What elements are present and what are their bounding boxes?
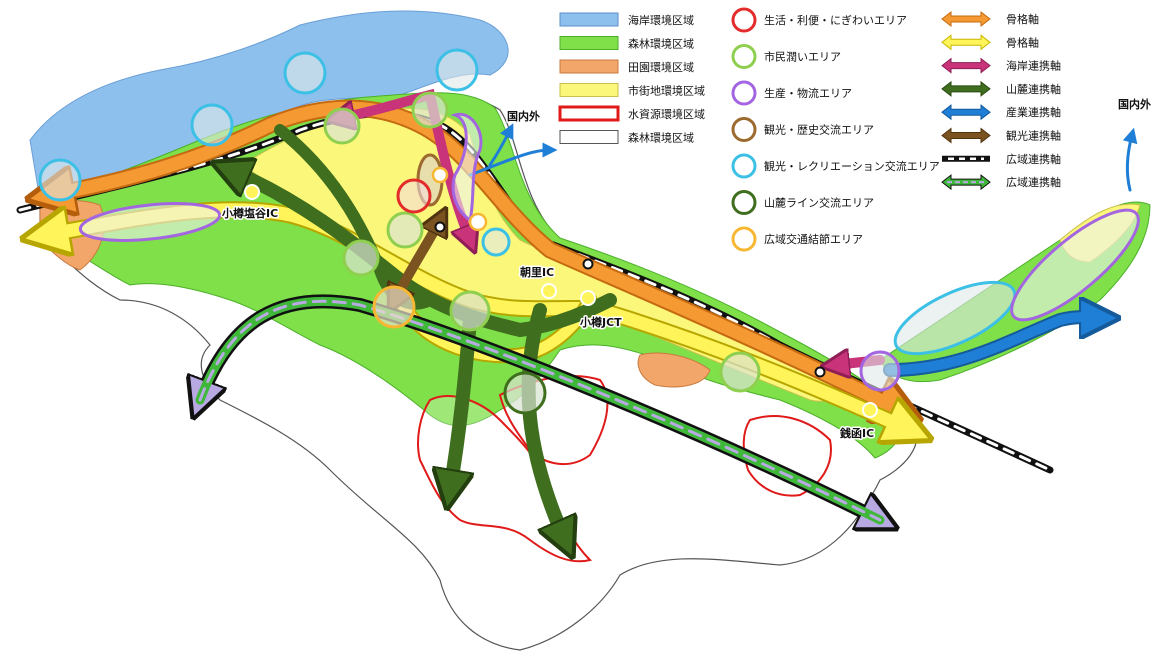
label-overseas-1: 国内外 xyxy=(507,109,540,123)
rail-station xyxy=(814,366,826,378)
legend-axis-label: 骨格軸 xyxy=(1006,12,1039,26)
citizen-area xyxy=(449,290,491,332)
label-overseas-2: 国内外 xyxy=(1118,97,1151,111)
overseas-arrow-1b xyxy=(488,123,514,167)
legend-axis-arrow xyxy=(941,104,991,121)
ic-node xyxy=(862,402,878,418)
legend-axis-arrow xyxy=(941,57,991,74)
legend-area-circle xyxy=(731,80,757,106)
legend-area-label: 生産・物流エリア xyxy=(764,86,852,100)
legend-axis-arrow xyxy=(941,80,991,97)
legend-zone-label: 市街地環境区域 xyxy=(628,84,705,98)
legend-zone-label: 水資源環境区域 xyxy=(628,107,705,121)
legend-axis-label: 観光連携軸 xyxy=(1006,129,1061,143)
legend-area-circle xyxy=(731,117,757,142)
recreation-area xyxy=(435,48,479,92)
recreation-area-east xyxy=(893,280,1017,356)
legend-area-label: 生活・利便・にぎわいエリア xyxy=(764,13,907,27)
traffic-hub-area xyxy=(468,212,488,232)
legend-axis-label: 広域連携軸 xyxy=(1006,175,1061,189)
label-otaru-jct: 小樽JCT xyxy=(579,315,622,329)
legend-zone-swatch xyxy=(558,105,620,122)
citizen-area xyxy=(342,239,380,277)
legend-zone-swatch xyxy=(559,83,619,97)
ic-node xyxy=(541,283,557,299)
ic-node xyxy=(580,290,596,306)
legend-zone-swatch xyxy=(559,12,619,27)
legend-zone-label: 海岸環境区域 xyxy=(628,13,694,27)
legend-area-label: 市民潤いエリア xyxy=(764,50,841,64)
legend-area-circle xyxy=(731,226,757,252)
legend-area-label: 観光・レクリエーション交流エリア xyxy=(764,159,940,173)
legend-axis-label: 骨格軸 xyxy=(1006,35,1039,49)
legend-area-label: 広域交通結節エリア xyxy=(764,232,863,246)
recreation-area xyxy=(481,227,511,257)
legend-areas: 生活・利便・にぎわいエリア市民潤いエリア生産・物流エリア観光・歴史交流エリア観光… xyxy=(731,7,940,252)
map-labels: 小樽塩谷IC 朝里IC 小樽JCT 銭函IC 国内外 国内外 xyxy=(220,96,1153,442)
traffic-hub-area xyxy=(372,285,416,329)
legend-area-circle xyxy=(731,190,757,215)
legend-zone-label: 田園環境区域 xyxy=(628,60,694,74)
traffic-hub-area xyxy=(431,166,449,184)
industrial-link-axis-fill xyxy=(885,312,1105,375)
logistics-area-west xyxy=(78,202,222,242)
ic-node xyxy=(244,184,260,200)
legend-axis-arrow xyxy=(941,127,991,144)
legend-area-circle xyxy=(731,7,757,33)
legend-axis-arrow xyxy=(941,34,991,51)
rail-station xyxy=(582,258,594,270)
citizen-area xyxy=(386,211,424,249)
recreation-area xyxy=(190,103,234,147)
overseas-arrow-2 xyxy=(1122,127,1138,192)
legend-area-label: 観光・歴史交流エリア xyxy=(764,123,874,137)
citizen-area xyxy=(323,107,361,145)
legend-zone-swatch xyxy=(559,36,619,50)
legend-zone-label: 森林環境区域 xyxy=(628,131,694,145)
legend-area-label: 山麓ライン交流エリア xyxy=(764,196,874,210)
legend-area-circle xyxy=(731,153,757,179)
legend-axis-label: 広域連携軸 xyxy=(1006,152,1061,166)
legend-zone-swatch xyxy=(559,130,619,144)
areas-layer xyxy=(38,48,1140,415)
label-shioya-ic: 小樽塩谷IC xyxy=(221,206,278,220)
legend-axis-label: 海岸連携軸 xyxy=(1006,59,1061,73)
legend-area-circle xyxy=(731,44,757,69)
legend-zone-swatch xyxy=(559,59,619,74)
legend-axis-arrow xyxy=(941,10,991,28)
logistics-area-ishikari xyxy=(859,350,901,392)
nodes-layer xyxy=(244,184,878,418)
citizen-area xyxy=(719,351,761,393)
overseas-arrow-1 xyxy=(468,142,558,177)
recreation-area xyxy=(283,51,327,95)
legend-axis-label: 山麓連携軸 xyxy=(1006,82,1061,96)
label-zenibako-ic: 銭函IC xyxy=(839,426,874,440)
label-asari-ic: 朝里IC xyxy=(520,265,554,279)
life-area xyxy=(396,178,432,214)
rail-station xyxy=(434,221,446,233)
recreation-area xyxy=(38,158,82,202)
foothill-area xyxy=(503,371,547,415)
citizen-area xyxy=(411,91,449,129)
legend-zone-label: 森林環境区域 xyxy=(628,37,694,51)
logistics-area-east xyxy=(1010,208,1140,322)
legend-axis-label: 産業連携軸 xyxy=(1006,105,1061,119)
